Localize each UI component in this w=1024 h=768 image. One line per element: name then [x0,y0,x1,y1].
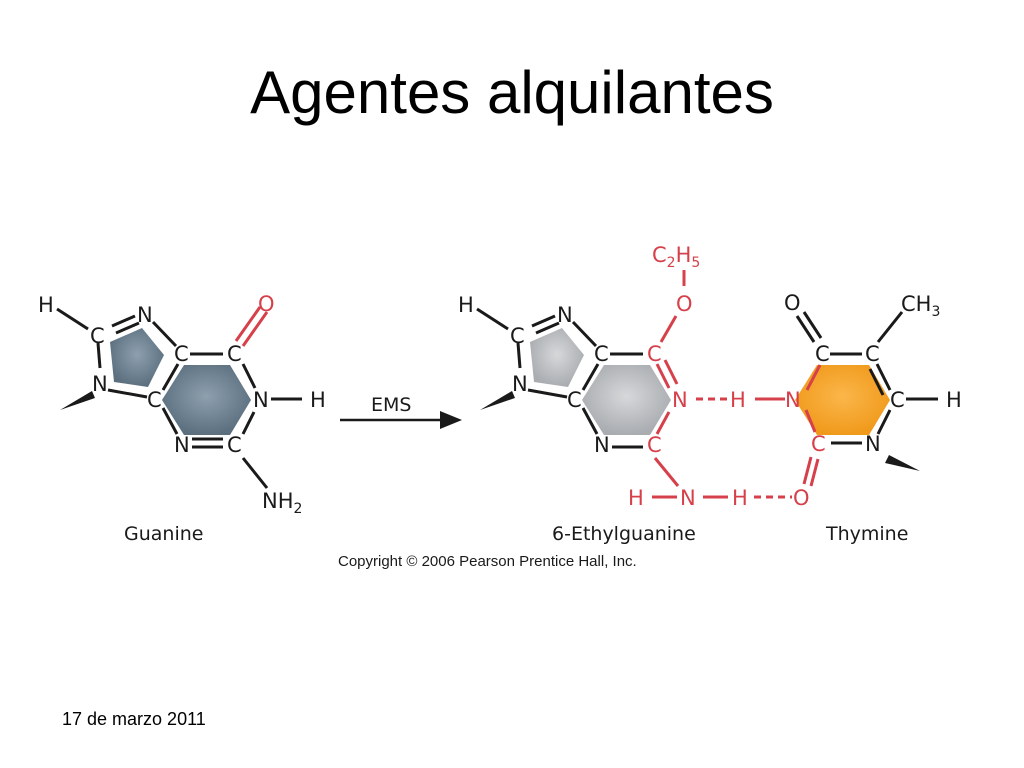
atom-c: C [811,432,826,456]
slide-title: Agentes alquilantes [250,59,774,126]
atom-h: H [628,486,644,510]
ethylguanine-red-bonds [652,270,785,499]
guanine-label: Guanine [124,523,203,545]
atom-c: C [174,342,189,366]
atom-h: H [676,243,692,267]
thymine-ring-fill [795,365,890,435]
atom-c: C [90,324,105,348]
atom-c: C [890,388,905,412]
atom-c: C [647,342,662,366]
atom-o: O [784,291,801,315]
subscript: 2 [667,255,676,271]
atom-o: O [676,292,693,316]
subscript: 5 [691,255,700,271]
guanine-wedge-bond [60,391,95,410]
atom-n: N [680,486,696,510]
ethylguanine-label: 6-Ethylguanine [552,523,696,545]
atom-n: N [672,388,688,412]
guanine-bonds [56,307,302,489]
atom-c: C [652,243,667,267]
atom-n: N [174,433,190,457]
atom-c: C [594,342,609,366]
guanine-carbonyl-bond [234,306,269,347]
guanine-molecule: H C N N C C C N H N C NH2 O Guanine [38,292,326,545]
guanine-six-ring-fill [162,365,251,435]
copyright-notice: Copyright © 2006 Pearson Prentice Hall, … [338,553,637,570]
thymine-wedge-bond [885,455,920,471]
atom-n: N [594,433,610,457]
atom-h: H [730,388,746,412]
ethylguanine-six-ring-fill [582,365,671,435]
subscript: 3 [931,304,940,320]
atom-c: C [647,433,662,457]
atom-o: O [793,486,810,510]
hydrogen-bonds [696,397,792,499]
subscript: 2 [294,501,303,517]
ethylguanine-wedge-bond [480,391,515,410]
thymine-red-bonds [802,364,822,487]
atom-n: N [512,372,528,396]
atom-o: O [258,292,275,316]
ethylguanine-five-ring-fill [530,328,584,387]
atom-nh2: NH2 [262,489,302,517]
atom-c: C [147,388,162,412]
atom-n: N [137,303,153,327]
atom-n: N [92,372,108,396]
reagent-label: EMS [371,394,411,416]
atom-c: C [510,324,525,348]
thymine-bonds [795,311,938,445]
atom-n: N [865,432,881,456]
atom-c: C [865,342,880,366]
atom-h: H [946,388,962,412]
reaction-arrow: EMS [340,394,462,429]
atom-n: N [557,303,573,327]
guanine-five-ring-fill [110,328,164,387]
atom-nh: NH [262,489,294,513]
atom-n: N [785,388,801,412]
atom-c: C [567,388,582,412]
ethylguanine-bonds [476,307,643,449]
atom-c2h5: C2H5 [652,243,700,271]
atom-ch: CH [901,292,931,316]
atom-c: C [815,342,830,366]
slide-date: 17 de marzo 2011 [62,709,206,729]
atom-h: H [310,388,326,412]
atom-c: C [227,342,242,366]
atom-h: H [732,486,748,510]
atom-ch3: CH3 [901,292,940,320]
thymine-molecule: O CH3 C C C H N N C O Thymine [784,291,962,545]
atom-h: H [38,293,54,317]
atom-c: C [227,433,242,457]
thymine-label: Thymine [825,523,908,545]
atom-n: N [253,388,269,412]
ethylguanine-molecule: H C N N C C N C2H5 O C N C H N H H 6-Eth… [458,243,785,545]
atom-h: H [458,293,474,317]
